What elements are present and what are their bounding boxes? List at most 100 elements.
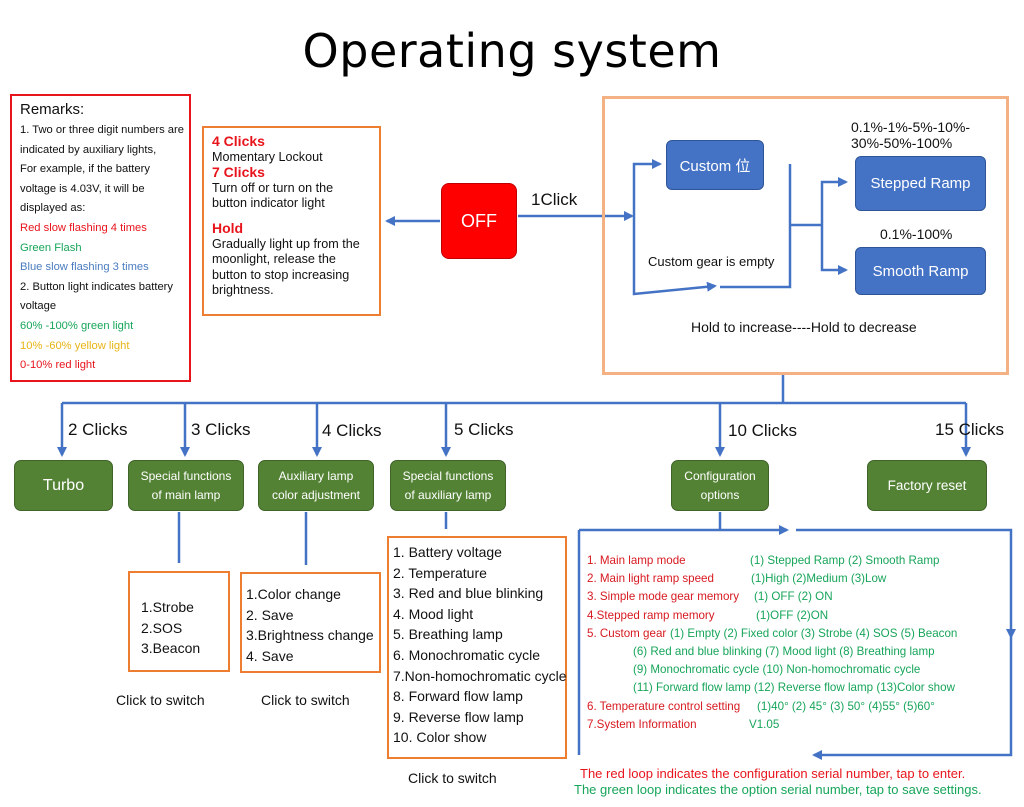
turbo-box[interactable]: Turbo (14, 460, 113, 511)
remarks-line: voltage is 4.03V, it will be (20, 182, 145, 195)
list-item: 4. Mood light (393, 605, 474, 622)
config-options: (1) OFF (2) ON (754, 590, 833, 604)
smooth-levels: 0.1%-100% (880, 226, 953, 242)
list-item: 2. Temperature (393, 564, 487, 581)
seven-clicks-text: button indicator light (212, 196, 325, 211)
config-key: 5. Custom gear (587, 626, 667, 640)
aux-color-label: color adjustment (271, 487, 361, 502)
remarks-box: Remarks: 1. Two or three digit numbers a… (10, 94, 191, 382)
custom-empty-label: Custom gear is empty (648, 254, 775, 269)
click-to-switch-label: Click to switch (261, 692, 350, 708)
main-special-box[interactable]: Special functions of main lamp (128, 460, 244, 511)
config-row: 5. Custom gear(1) Empty (2) Fixed color … (587, 625, 957, 643)
aux-color-list: 1.Color change 2. Save 3.Brightness chan… (240, 572, 381, 673)
custom-gear-box[interactable]: Custom 位 (666, 140, 764, 190)
config-options: (1)OFF (2)ON (756, 608, 829, 622)
turbo-label: Turbo (42, 477, 85, 494)
list-item: 3.Brightness change (246, 627, 374, 644)
aux-special-label: Special functions (402, 468, 494, 483)
config-row: 2. Main light ramp speed (1)High (2)Mediu… (587, 570, 957, 588)
seven-clicks-text: Turn off or turn on the (212, 180, 334, 195)
hold-note: Hold to increase----Hold to decrease (691, 319, 917, 335)
factory-reset-box[interactable]: Factory reset (867, 460, 987, 511)
smooth-ramp-box[interactable]: Smooth Ramp (855, 247, 986, 295)
remarks-line: 60% -100% green light (20, 319, 134, 332)
list-item: 8. Forward flow lamp (393, 688, 523, 705)
list-item: 10. Color show (393, 729, 487, 746)
hold-title: Hold (212, 219, 244, 236)
aux-special-list: 1. Battery voltage 2. Temperature 3. Red… (387, 536, 567, 759)
one-click-label: 1Click (531, 190, 578, 209)
config-options: (1)High (2)Medium (3)Low (751, 572, 887, 586)
factory-reset-label: Factory reset (887, 478, 967, 493)
remarks-line: Blue slow flashing 3 times (20, 261, 149, 274)
config-row: 1. Main lamp mode (1) Stepped Ramp (2) Sm… (587, 552, 957, 570)
remarks-heading: Remarks: (20, 101, 85, 118)
loop-bottom (812, 637, 1013, 760)
config-options: V1.05 (749, 717, 780, 731)
click-to-switch-label: Click to switch (408, 770, 497, 786)
remarks-line: voltage (20, 300, 57, 313)
config-row: (6) Red and blue blinking (7) Mood light… (587, 643, 957, 661)
config-key: 2. Main light ramp speed (587, 572, 714, 586)
join-line (720, 164, 792, 289)
to-stepped (820, 177, 848, 225)
remarks-line: 2. Button light indicates battery (20, 280, 173, 293)
clicks-label: 4 Clicks (322, 421, 382, 440)
remarks-line: Green Flash (20, 241, 82, 254)
split-empty (632, 216, 717, 296)
stepped-ramp-box[interactable]: Stepped Ramp (855, 156, 986, 211)
list-item: 1. Battery voltage (393, 544, 502, 560)
config-row: (9) Monochromatic cycle (10) Non-homochr… (587, 661, 957, 679)
config-row: (11) Forward flow lamp (12) Reverse flow… (587, 679, 957, 697)
config-row: 4.Stepped ramp memory (1)OFF (2)ON (587, 607, 957, 625)
aux-color-box[interactable]: Auxiliary lamp color adjustment (258, 460, 374, 511)
page-title: Operating system (302, 24, 722, 78)
config-row: 6. Temperature control setting (1)40° (2)… (587, 698, 957, 716)
config-row: 3. Simple mode gear memory(1) OFF (2) ON (587, 588, 957, 606)
hold-text: moonlight, release the (212, 252, 336, 267)
list-item: 3.Beacon (141, 640, 201, 657)
remarks-line: displayed as: (20, 202, 86, 215)
config-key: 4.Stepped ramp memory (587, 608, 715, 622)
seven-clicks-title: 7 Clicks (212, 164, 265, 181)
split-custom (632, 159, 662, 216)
list-item: 6. Monochromatic cycle (393, 646, 541, 663)
config-key: 1. Main lamp mode (587, 554, 686, 567)
config-label: options (700, 487, 740, 502)
list-item: 2. Save (246, 606, 294, 623)
config-options: (1) Empty (2) Fixed color (3) Strobe (4)… (670, 626, 958, 640)
aux-special-box[interactable]: Special functions of auxiliary lamp (390, 460, 506, 511)
remarks-line: indicated by auxiliary lights, (20, 143, 157, 156)
list-item: 2.SOS (141, 619, 183, 636)
config-options: (6) Red and blue blinking (7) Mood light… (633, 644, 935, 658)
red-loop-note: The red loop indicates the configuration… (580, 766, 966, 781)
four-clicks-title: 4 Clicks (212, 133, 265, 149)
list-item: 9. Reverse flow lamp (393, 708, 524, 725)
ramp-box (602, 96, 1009, 375)
config-box[interactable]: Configuration options (671, 460, 769, 511)
remarks-line: 0-10% red light (20, 359, 96, 372)
config-options: (1)40° (2) 45° (3) 50° (4)55° (5)60° (757, 699, 935, 713)
config-key: 6. Temperature control setting (587, 699, 741, 713)
config-options: (9) Monochromatic cycle (10) Non-homochr… (633, 663, 921, 677)
click-to-switch-label: Click to switch (116, 692, 205, 708)
lockout-box: 4 Clicks Momentary Lockout 7 Clicks Turn… (202, 126, 381, 316)
remarks-line: For example, if the battery (20, 163, 150, 176)
list-item: 3. Red and blue blinking (393, 585, 544, 602)
aux-special-label: of auxiliary lamp (404, 487, 492, 502)
clicks-label: 5 Clicks (454, 420, 514, 439)
config-label: Configuration (684, 468, 756, 483)
four-clicks-text: Momentary Lockout (212, 149, 323, 164)
config-list: 1. Main lamp mode (1) Stepped Ramp (2) Sm… (587, 552, 957, 734)
hold-text: brightness. (212, 283, 274, 298)
main-special-list: 1.Strobe 2.SOS 3.Beacon (128, 571, 230, 672)
hold-text: button to stop increasing (212, 267, 350, 282)
config-options: (1) Stepped Ramp (2) Smooth Ramp (750, 554, 940, 567)
off-button[interactable]: OFF (441, 183, 517, 259)
clicks-label: 2 Clicks (68, 420, 128, 439)
to-smooth (820, 225, 848, 275)
remarks-line: Red slow flashing 4 times (20, 221, 147, 234)
green-loop-note: The green loop indicates the option seri… (574, 782, 982, 797)
